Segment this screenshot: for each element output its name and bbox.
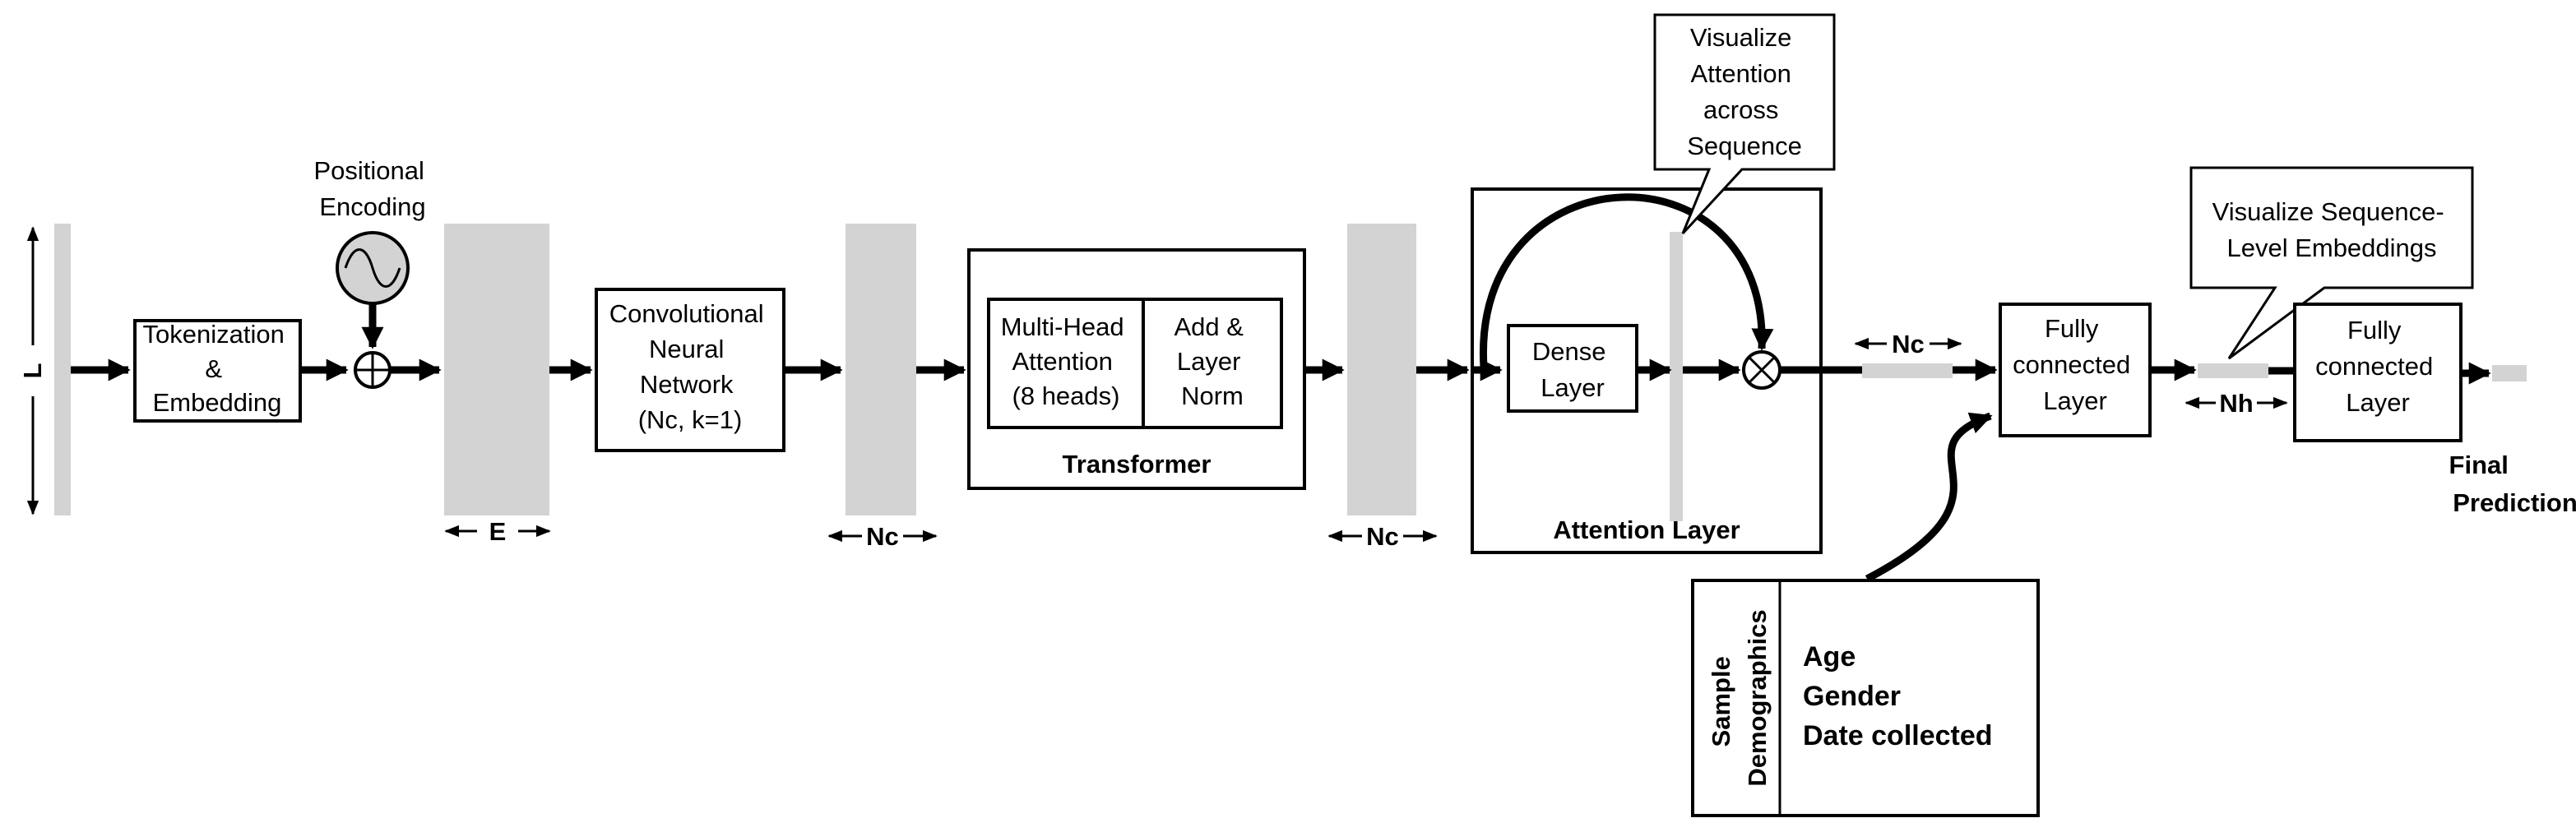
visualize-attention-callout (1653, 13, 1836, 235)
nc-feature-bar-2 (1347, 224, 1416, 515)
positional-encoding-label: Positional Encoding (313, 156, 431, 221)
attention-skip-arc (1480, 193, 1774, 367)
multi-head-attention-label: Multi-Head Attention (8 heads) (1001, 312, 1132, 410)
tokenization-embedding-box (133, 319, 302, 423)
dense-layer-label: Dense Layer (1532, 337, 1613, 402)
sample-demographics-title: Sample Demographics (1707, 609, 1772, 786)
sample-demographics-box (1691, 579, 2040, 817)
nc-label-2: Nc (1366, 522, 1399, 551)
hidden-representation-bar (2198, 363, 2268, 378)
visualize-embeddings-label: Visualize Sequence- Level Embeddings (2212, 197, 2452, 262)
multi-head-attention-box (987, 298, 1145, 429)
fully-connected-layer-1-label: Fully connected Layer (2013, 314, 2138, 415)
visualize-attention-label: Visualize Attention across Sequence (1687, 23, 1802, 160)
tokenization-embedding-label: Tokenization & Embedding (143, 320, 292, 417)
sequence-embedding-bar (1862, 363, 1953, 378)
L-label: L (18, 363, 47, 379)
transformer-label: Transformer (1063, 450, 1212, 478)
final-prediction-label: Final Prediction (2449, 451, 2576, 517)
nc-label-3: Nc (1892, 330, 1925, 358)
final-prediction-bar (2492, 365, 2527, 381)
add-layer-norm-label: Add & Layer Norm (1174, 312, 1250, 410)
fully-connected-layer-2-label: Fully connected Layer (2315, 316, 2440, 417)
nh-label: Nh (2219, 389, 2253, 418)
dense-layer-box (1507, 324, 1638, 413)
E-label: E (489, 517, 507, 546)
demographics-items-list: Age Gender Date collected (1803, 641, 1993, 751)
embedding-bar (444, 224, 549, 515)
visualize-embeddings-callout (2189, 166, 2474, 360)
add-layer-norm-box (1142, 298, 1283, 429)
attention-layer-label: Attention Layer (1553, 515, 1740, 544)
input-sequence-bar (54, 224, 71, 515)
nc-label-1: Nc (866, 522, 899, 551)
arrow-demographics-to-fc1 (1865, 412, 1993, 582)
attention-weights-bar (1670, 232, 1683, 521)
fully-connected-layer-2-box (2293, 303, 2462, 442)
cnn-label: Convolutional Neural Network (Nc, k=1) (609, 299, 771, 434)
fully-connected-layer-1-box (1999, 303, 2152, 437)
nc-feature-bar-1 (846, 224, 916, 515)
